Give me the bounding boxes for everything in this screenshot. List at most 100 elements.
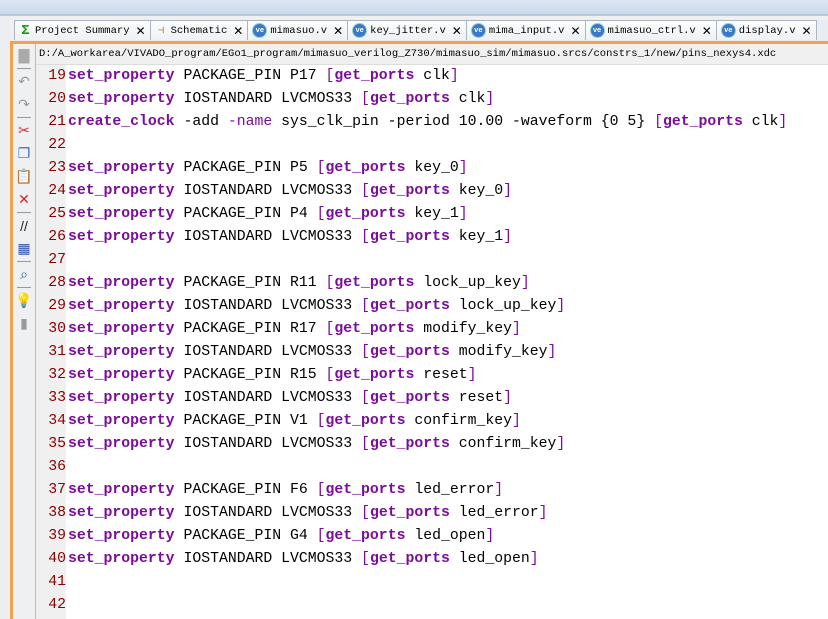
save-icon[interactable]: ▇ [18, 47, 30, 63]
code-text: PACKAGE_PIN P17 [174, 68, 326, 84]
operator: ] [512, 321, 521, 337]
close-icon[interactable]: ✕ [801, 23, 812, 38]
gutter-gap [66, 249, 68, 272]
operator: ] [556, 298, 566, 314]
code-text: led_open [405, 528, 486, 544]
copy-icon[interactable]: ❐ [17, 145, 31, 161]
operator: ] [458, 206, 468, 222]
code-editor: ▇↶↷✂❐📋✕//▦⌕💡▮ D:/A_workarea/VIVADO_progr… [10, 41, 828, 619]
line-number: 22 [48, 137, 66, 153]
close-icon[interactable]: ✕ [333, 23, 344, 38]
keyword: set_property [68, 68, 175, 84]
cut-icon[interactable]: ✂ [18, 122, 30, 138]
operator: ] [494, 482, 504, 498]
redo-icon[interactable]: ↷ [18, 96, 30, 112]
keyword: get_ports [369, 229, 450, 245]
keyword: set_property [68, 321, 175, 337]
keyword: set_property [68, 528, 175, 544]
hint-bulb-icon[interactable]: 💡 [15, 292, 33, 308]
operator: [ [316, 482, 326, 498]
line-number: 25 [48, 206, 66, 222]
operator: ] [538, 505, 548, 521]
close-icon[interactable]: ✕ [570, 23, 581, 38]
operator: ] [467, 367, 477, 383]
toolbar-separator [17, 287, 31, 288]
keyword: get_ports [334, 367, 415, 383]
code-text: sys_clk_pin -period 10.00 -waveform {0 5… [272, 114, 655, 130]
close-icon[interactable]: ✕ [451, 23, 462, 38]
operator: ] [485, 91, 495, 107]
code-text: PACKAGE_PIN F6 [174, 482, 317, 498]
schematic-icon: ⊣ [158, 25, 165, 37]
close-icon[interactable]: ✕ [233, 23, 244, 38]
code-text: confirm_key [449, 436, 557, 452]
operator: [ [361, 298, 370, 314]
line-number: 21 [48, 114, 66, 130]
line-number: 24 [48, 183, 66, 199]
keyword: get_ports [325, 482, 406, 498]
line-number: 36 [48, 459, 66, 475]
line-number: 29 [48, 298, 66, 314]
keyword: set_property [68, 206, 175, 222]
undo-icon[interactable]: ↶ [18, 73, 30, 89]
operator: [ [316, 413, 326, 429]
line-number: 19 [48, 68, 66, 84]
verilog-file-icon: ve [252, 23, 268, 38]
keyword: get_ports [334, 68, 415, 84]
operator: [ [361, 183, 370, 199]
line-number: 30 [48, 321, 66, 337]
paste-icon[interactable]: 📋 [15, 168, 33, 184]
comment-icon[interactable]: // [20, 217, 28, 234]
line-number: 40 [48, 551, 66, 567]
toolbar-separator [17, 68, 31, 69]
line-number: 31 [48, 344, 66, 360]
code-text: reset [449, 390, 504, 406]
select-block-icon[interactable]: ▦ [17, 240, 31, 256]
line-number: 39 [48, 528, 66, 544]
keyword: get_ports [369, 344, 450, 360]
code-text: led_open [449, 551, 530, 567]
operator: [ [361, 505, 370, 521]
keyword: set_property [68, 390, 175, 406]
operator: [ [361, 229, 370, 245]
operator: -name [227, 114, 273, 130]
code-line: 27 [36, 249, 828, 272]
operator: ] [449, 68, 459, 84]
code-text: modify_key [449, 344, 548, 360]
tab-schematic[interactable]: ⊣Schematic✕ [149, 20, 249, 40]
line-number: 27 [48, 252, 66, 268]
find-icon[interactable]: ⌕ [20, 266, 28, 282]
verilog-file-icon: ve [720, 23, 736, 38]
tools-icon[interactable]: ▮ [20, 315, 28, 331]
line-number: 34 [48, 413, 66, 429]
keyword: set_property [68, 367, 175, 383]
operator: [ [325, 367, 335, 383]
toolbar-separator [17, 261, 31, 262]
line-number: 28 [48, 275, 66, 291]
code-text: lock_up_key [414, 275, 521, 291]
operator: [ [325, 275, 335, 291]
operator: [ [361, 436, 370, 452]
code-text: IOSTANDARD LVCMOS33 [174, 390, 362, 406]
close-icon[interactable]: ✕ [701, 23, 712, 38]
code-text: IOSTANDARD LVCMOS33 [174, 91, 362, 107]
delete-icon[interactable]: ✕ [18, 191, 30, 207]
gutter-gap [66, 571, 68, 594]
gutter-gap [66, 456, 68, 479]
code-text: key_1 [405, 206, 459, 222]
close-icon[interactable]: ✕ [135, 23, 146, 38]
code-text: -add [174, 114, 228, 130]
